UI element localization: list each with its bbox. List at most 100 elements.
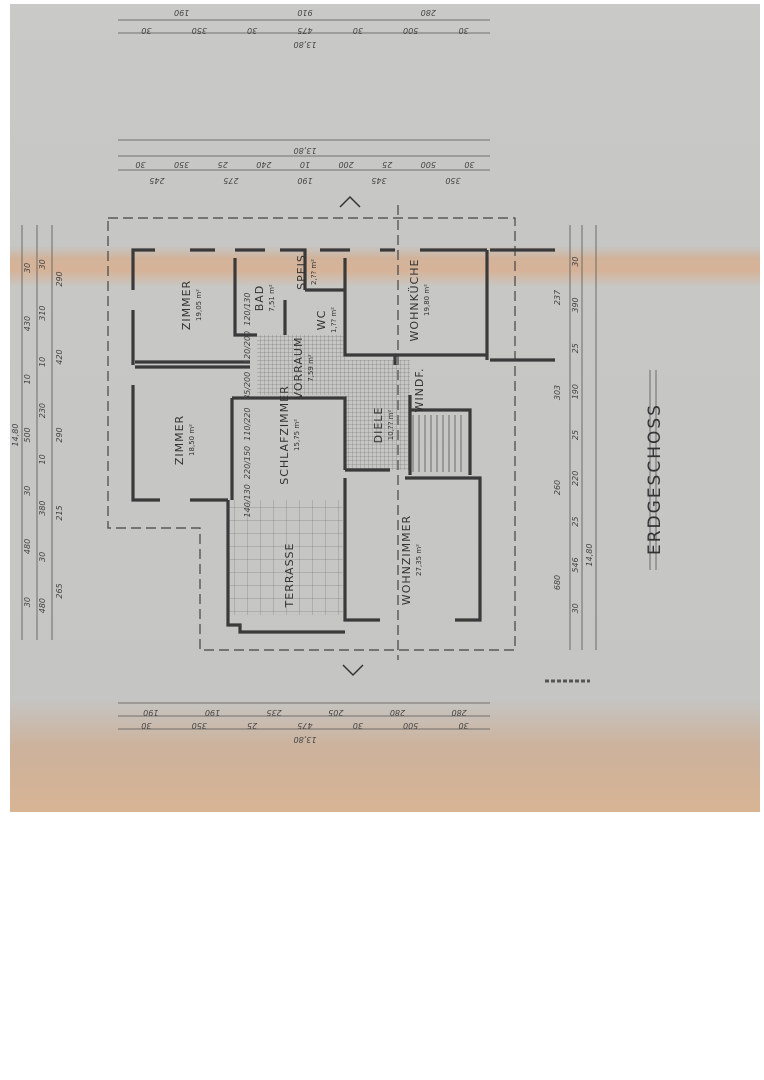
dimension-label: 190	[143, 708, 158, 717]
room-area: 7,59 m²	[307, 354, 315, 382]
dimension-label: 546	[571, 557, 580, 572]
room-name: VORRAUM	[292, 337, 305, 400]
dimension-label: 30	[135, 160, 145, 169]
dimension-label: 303	[553, 385, 562, 400]
dimension-label: 140/130	[243, 484, 252, 517]
dimension-label: 500	[23, 427, 32, 442]
dimension-label: 30	[23, 597, 32, 607]
dimension-label: 290	[55, 271, 64, 286]
dimension-label: 30	[353, 721, 363, 730]
dimension-label: 237	[553, 289, 562, 305]
section-marker-icon	[339, 195, 364, 677]
dimension-label: 190	[297, 176, 312, 185]
room-name: TERRASSE	[283, 543, 296, 609]
dimension-label: 265	[55, 583, 64, 598]
dimension-label: 30	[141, 26, 151, 35]
dimension-label: 310	[38, 305, 47, 320]
dimension-label: 240	[256, 160, 271, 169]
dimension-label: 480	[23, 539, 32, 554]
dimension-label: 215	[55, 505, 64, 520]
dimension-label: 280	[390, 708, 405, 717]
room-name: ZIMMER	[180, 280, 193, 330]
walls	[131, 248, 555, 634]
dimension-label: 220	[571, 471, 580, 486]
dimension-label: 120/130	[243, 293, 252, 326]
dimension-label: 260	[553, 480, 562, 495]
dimension-label: 13,80	[294, 146, 317, 155]
room-area: 7,51 m²	[268, 284, 276, 312]
dimension-label: 200	[338, 160, 353, 169]
room-label: TERRASSE	[283, 543, 296, 609]
roof-outline	[107, 217, 516, 651]
dimension-label: 30	[23, 263, 32, 273]
dimension-label: 350	[192, 721, 207, 730]
dimension-label: 13,80	[294, 40, 317, 49]
dimension-label: 25	[571, 430, 580, 440]
dimension-label: 25	[247, 721, 257, 730]
dimension-label: 475	[297, 26, 312, 35]
dimension-label: 30	[458, 721, 468, 730]
dimension-label: 190	[174, 8, 189, 17]
dimension-label: 500	[403, 721, 418, 730]
dimension-label: 30	[458, 26, 468, 35]
dimension-label: 10	[38, 357, 47, 367]
dimension-label: 500	[421, 160, 436, 169]
dimension-label: 10	[300, 160, 310, 169]
dimension-label: 230	[38, 403, 47, 418]
dimension-label: 30	[23, 486, 32, 496]
dimension-label: 85/200	[243, 372, 252, 400]
dimension-label: 30	[464, 160, 474, 169]
dimension-label: 390	[571, 297, 580, 312]
dimension-label: 14,80	[585, 544, 594, 567]
room-name: WOHNZIMMER	[400, 515, 413, 605]
dimension-label: 245	[149, 176, 164, 185]
room-area: 1,?? m²	[330, 307, 338, 333]
room-name: ZIMMER	[173, 415, 186, 465]
dimension-label: 500	[403, 26, 418, 35]
room-area: 15,75 m²	[293, 419, 301, 451]
room-name: WINDF.	[413, 368, 426, 413]
room-name: BAD	[253, 285, 266, 312]
drawing-title: ERDGESCHOSS	[645, 403, 665, 555]
room-name: DIELE	[372, 407, 385, 444]
dimension-label: 25	[571, 517, 580, 527]
room-name: SCHLAFZIMMER	[278, 385, 291, 485]
dimension-label: 235	[267, 708, 282, 717]
room-area: 19,05 m²	[195, 289, 203, 321]
room-area: 10,?? m²	[387, 410, 395, 441]
dimension-label: 30	[38, 259, 47, 269]
dimension-label: 30	[571, 603, 580, 613]
dimension-label: 110/220	[243, 408, 252, 441]
dimension-label: 25	[571, 343, 580, 353]
dimension-label: 190	[571, 384, 580, 399]
dimension-label: 280	[452, 708, 467, 717]
dimension-label: 280	[421, 8, 436, 17]
dimension-label: 30	[38, 552, 47, 562]
dimension-label: 345	[371, 176, 386, 185]
dimension-label: 420	[55, 349, 64, 364]
dimension-label: 205	[328, 708, 343, 717]
dimension-label: 680	[553, 575, 562, 590]
dimension-label: 25	[218, 160, 228, 169]
dimension-label: 10	[38, 454, 47, 464]
room-area: 27,35 m²	[415, 544, 423, 576]
staircase	[412, 415, 462, 472]
room-area: 2,?? m²	[310, 259, 318, 285]
room-name: WOHNKÜCHE	[408, 259, 421, 342]
dimension-label: 910	[297, 8, 312, 17]
dimension-label: 220/150	[243, 446, 252, 479]
dimension-label: 350	[174, 160, 189, 169]
dimension-label: 480	[38, 598, 47, 613]
dimension-label: 430	[23, 316, 32, 331]
dimension-label: 190	[205, 708, 220, 717]
dimension-label: 13,80	[294, 735, 317, 744]
